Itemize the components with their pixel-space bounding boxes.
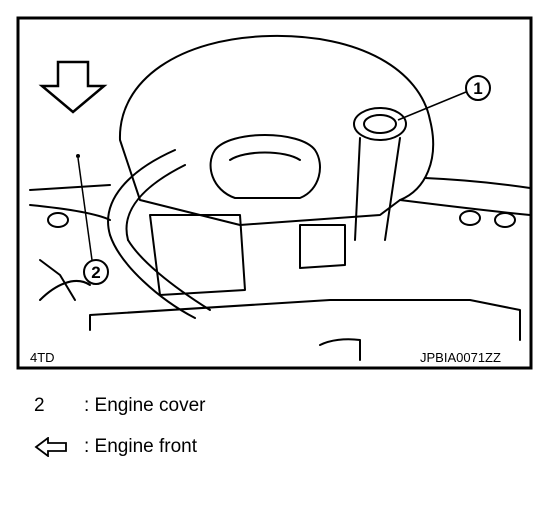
bolt-right [459, 210, 481, 226]
legend-text-engine-cover: : Engine cover [84, 395, 206, 416]
callout-2-circle [83, 259, 109, 285]
hood-edge [29, 204, 111, 221]
coolant-hose [107, 149, 186, 241]
diagram-frame [16, 16, 533, 370]
engine-block [149, 214, 246, 296]
body-line-right [424, 177, 531, 189]
legend-key-2: 2 [34, 395, 45, 416]
callout-2-number: 2 [91, 263, 100, 282]
engine-cover-outline [118, 34, 435, 226]
engine-diagram: 1 2 4TD JPBIA0071ZZ [16, 16, 533, 370]
figure-code: JPBIA0071ZZ [420, 350, 501, 365]
oil-cap [353, 107, 407, 141]
bolt-right-2 [494, 212, 516, 228]
bolt-left [47, 212, 69, 228]
body-line-left [29, 184, 111, 191]
legend-text-engine-front: : Engine front [84, 436, 198, 457]
left-outline-arrow-icon [34, 436, 68, 466]
radiator-cap [209, 134, 321, 199]
callout-1-number: 1 [473, 79, 482, 98]
callout-2-leader [77, 157, 93, 261]
corner-mark: 4TD [30, 350, 55, 365]
fender-right [399, 199, 531, 216]
down-outline-arrow-icon [38, 60, 108, 114]
callout-1-leader [397, 91, 467, 121]
callout-2-dot [76, 154, 80, 158]
callout-1-circle [465, 75, 491, 101]
